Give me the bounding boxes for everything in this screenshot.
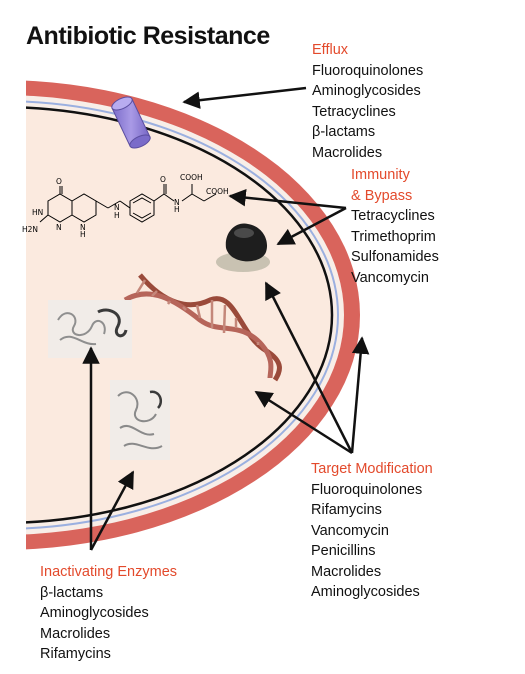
target-item: Macrolides (311, 563, 382, 580)
dna-helix-icon (123, 273, 282, 382)
svg-text:COOH: COOH (206, 187, 229, 196)
svg-text:N: N (56, 223, 62, 232)
immunity-group: Immunity & Bypass Tetracyclines Trimetho… (351, 165, 439, 288)
immunity-arrow-2 (276, 206, 347, 246)
svg-text:H2N: H2N (22, 225, 38, 234)
immunity-protein-icon (216, 223, 270, 272)
target-group: Target Modification Fluoroquinolones Rif… (311, 459, 433, 603)
molecule-labels: O HN H2N N N H N H O N H COOH COOH (22, 173, 229, 239)
immunity-item: Tetracyclines (351, 208, 435, 224)
inactivating-item: Macrolides (40, 625, 111, 642)
target-heading: Target Modification (311, 461, 433, 477)
svg-text:H: H (80, 230, 86, 239)
target-item: Penicillins (311, 543, 376, 559)
svg-text:O: O (56, 177, 62, 186)
efflux-item: Macrolides (312, 144, 383, 161)
immunity-item: Trimethoprim (351, 228, 436, 245)
molecule-structure-icon (39, 184, 217, 223)
immunity-heading-1: Immunity (351, 167, 410, 183)
svg-text:N: N (174, 198, 180, 207)
inner-membrane (26, 106, 334, 524)
target-item: Fluoroquinolones (311, 481, 423, 498)
diagram-title: Antibiotic Resistance (26, 22, 270, 50)
target-item: Vancomycin (311, 522, 389, 539)
efflux-item: Fluoroquinolones (312, 62, 424, 79)
immunity-item: Vancomycin (351, 269, 429, 286)
target-item: Aminoglycosides (311, 584, 420, 600)
inactivating-heading: Inactivating Enzymes (40, 564, 178, 580)
enzyme-structure-2-icon (110, 380, 170, 460)
inactivating-item: Rifamycins (40, 646, 111, 662)
efflux-pump-icon (111, 96, 151, 149)
svg-text:HN: HN (32, 208, 43, 217)
efflux-arrow (182, 86, 307, 109)
efflux-group: Efflux Fluoroquinolones Aminoglycosides … (312, 40, 423, 163)
target-arrow-1 (264, 281, 354, 454)
arrows (82, 86, 370, 551)
immunity-item: Sulfonamides (351, 249, 439, 265)
target-arrow-2 (254, 390, 353, 455)
bacterial-cell (26, 80, 360, 550)
target-item: Rifamycins (311, 502, 382, 518)
enzyme-arrow-2 (89, 470, 135, 551)
svg-text:COOH: COOH (180, 173, 203, 182)
inactivating-group: Inactivating Enzymes β-lactams Aminoglyc… (40, 562, 177, 665)
svg-text:N: N (114, 203, 120, 212)
immunity-arrow-1 (228, 188, 347, 210)
efflux-item: β-lactams (312, 124, 376, 140)
svg-text:O: O (160, 175, 166, 184)
inactivating-item: β-lactams (40, 584, 104, 601)
immunity-heading-2: & Bypass (351, 187, 413, 204)
efflux-heading: Efflux (312, 42, 349, 58)
inactivating-item: Aminoglycosides (40, 605, 149, 621)
target-arrow-3 (350, 336, 370, 454)
svg-text:H: H (174, 205, 180, 214)
svg-text:H: H (114, 211, 120, 220)
periplasm-edge (26, 100, 339, 530)
efflux-item: Tetracyclines (312, 103, 396, 120)
efflux-item: Aminoglycosides (312, 83, 421, 99)
svg-text:N: N (80, 223, 86, 232)
